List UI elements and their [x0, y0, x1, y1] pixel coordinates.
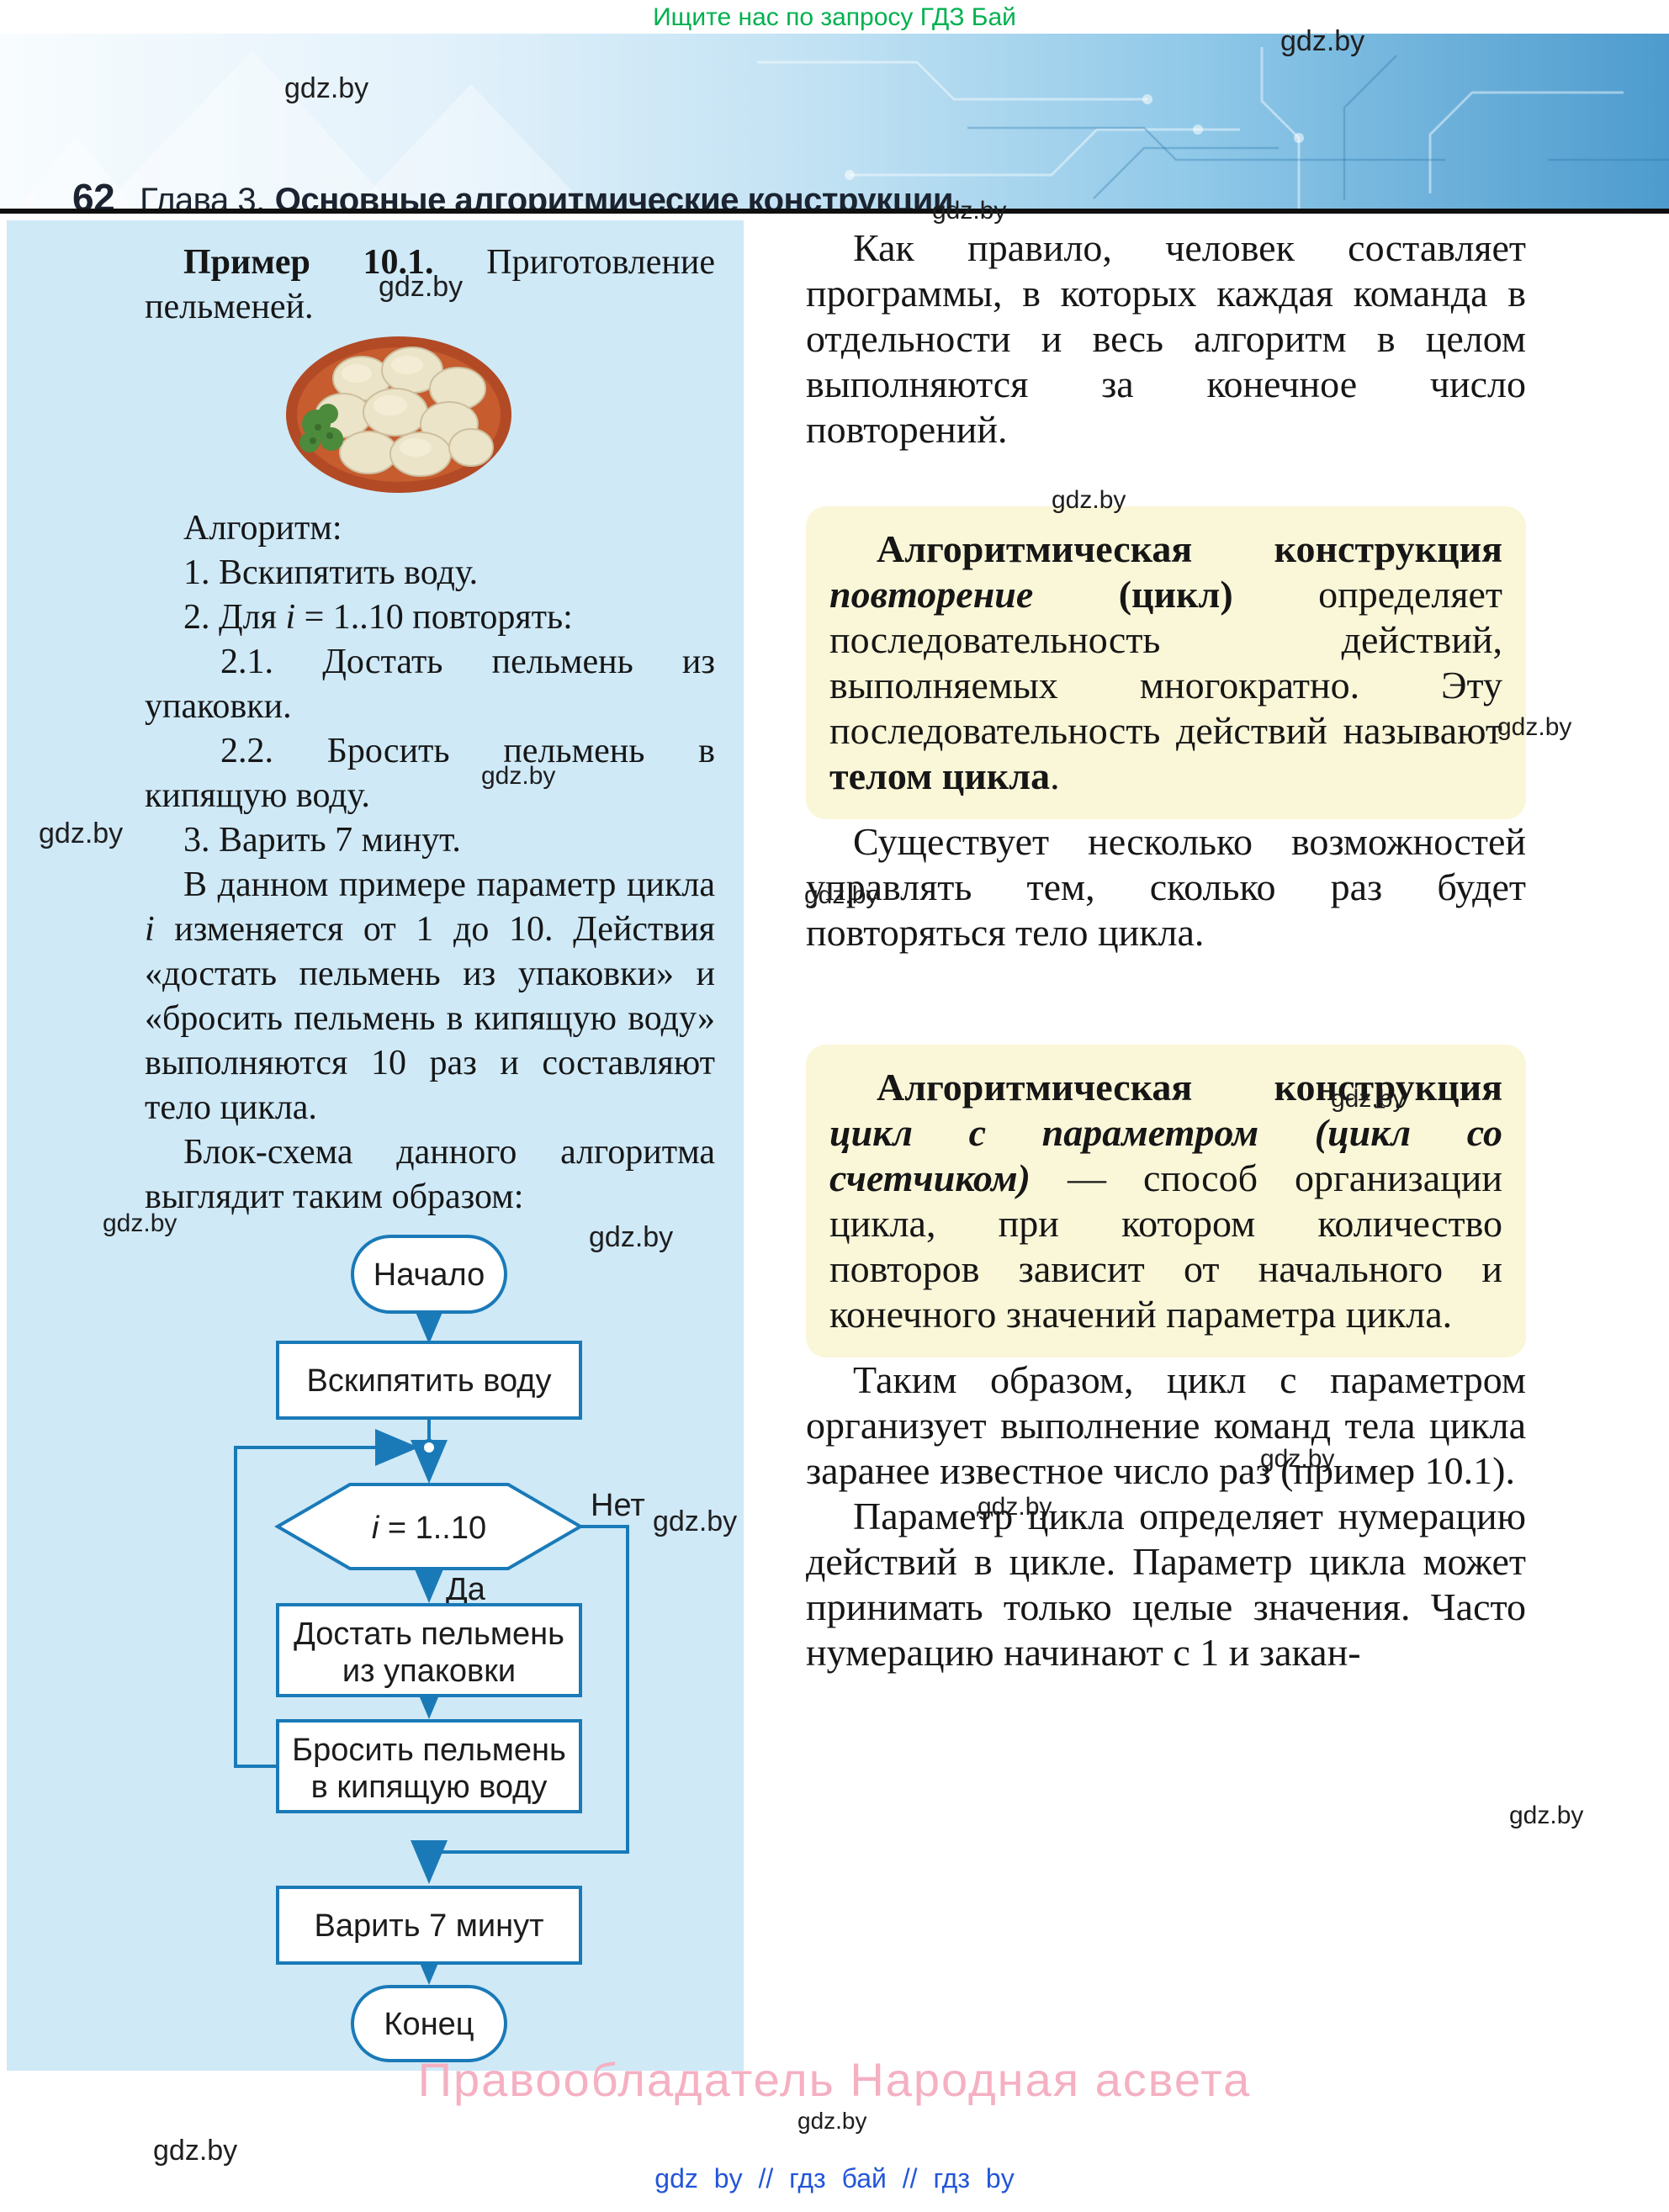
footer-links: gdz by // гдз бай // гдз by [654, 2163, 1015, 2193]
algorithm-step-1: 1. Вскипятить воду. [183, 553, 479, 592]
chapter-header: 62 Глава 3. Основные алгоритмические конст… [72, 175, 953, 209]
header-banner: 62 Глава 3. Основные алгоритмические конст… [0, 34, 1669, 209]
process-boil-label: Вскипятить воду [307, 1363, 552, 1399]
process-cook-label: Варить 7 минут [314, 1908, 543, 1944]
algorithm-heading: Алгоритм: [183, 509, 342, 548]
discussion-post: изменяется от 1 до 10. Действия «достать… [145, 910, 715, 1127]
header-rule [0, 209, 1669, 214]
decision-label: i = 1..10 [372, 1511, 486, 1546]
example-text: Пример 10.1. Приготовление пельменей. [145, 241, 715, 1220]
copyright-footer: Правообладатель Народная асвета [417, 2053, 1252, 2106]
example-intro: Пример 10.1. Приготовление пельменей. [145, 241, 715, 330]
example-label: Пример 10.1. [183, 243, 434, 282]
loop-variable: i [372, 1511, 380, 1546]
term-cycle: (цикл) [1033, 573, 1319, 616]
term-repetition: повторение [829, 573, 1034, 616]
definition-body: — способ организации цикла, при котором … [829, 1156, 1502, 1336]
flowchart-process-cook [276, 1886, 582, 1965]
definition-box-parameter-loop: Алгоритмическая конструкция цикл с парам… [806, 1045, 1526, 1357]
term-parameter-loop: цикл с параметром (цикл со счетчиком) [829, 1111, 1502, 1199]
flowchart-process-boil [276, 1341, 582, 1420]
main-text-column: Как правило, человек составляет программ… [806, 225, 1526, 1675]
algorithm-step-2-1: 2.1. Достать пельмень из упаковки. [145, 643, 715, 726]
flowchart-start-node [351, 1235, 507, 1314]
flowchart: Начало Вскипятить воду i = 1..10 Нет Да … [234, 1235, 645, 2062]
watermark: gdz.by [1509, 1802, 1584, 1829]
end-label: Конец [384, 2007, 474, 2042]
example-discussion: В данном примере параметр цикла i изменя… [145, 863, 715, 1130]
definition-body: определяет последовательность действий, … [829, 573, 1502, 752]
flowchart-yes-label: Да [446, 1572, 486, 1607]
flowchart-lead-in: Блок-схема данного алгоритма выглядит та… [145, 1133, 715, 1216]
algorithm-step-2-2: 2.2. Бросить пельмень в кипящую воду. [145, 732, 715, 815]
paragraph-intro: Как правило, человек составляет программ… [806, 226, 1526, 451]
broccoli-garnish [299, 404, 343, 452]
step2-post: = 1..10 повторять: [295, 598, 573, 637]
circuit-board-art [0, 34, 1669, 209]
no-branch-line [411, 1525, 629, 1884]
loop-variable: i [145, 910, 155, 949]
algorithm-step-3: 3. Варить 7 минут. [183, 821, 461, 860]
process-drop-label-2: в кипящую воду [311, 1770, 548, 1805]
watermark: gdz.by [797, 2108, 867, 2134]
top-search-notice: Ищите нас по запросу ГДЗ Бай [653, 3, 1016, 31]
decision-range: = 1..10 [379, 1511, 486, 1546]
term-loop-body: телом цикла [829, 754, 1051, 797]
example-intro-rest: Приготовление пельменей. [145, 243, 715, 326]
paragraph-summary: Таким образом, цикл с параметром организ… [806, 1358, 1526, 1492]
flowchart-process-take [276, 1603, 582, 1697]
definition-period: . [1050, 754, 1060, 797]
flowchart-process-drop [276, 1719, 582, 1813]
definition-box-repetition: Алгоритмическая конструкция повторение (… [806, 506, 1526, 819]
step2-pre: 2. Для [183, 598, 286, 637]
discussion-pre: В данном примере параметр цикла [183, 865, 715, 904]
example-panel: Пример 10.1. Приготовление пельменей. [7, 220, 744, 2071]
chapter-label: Глава 3. [140, 182, 265, 209]
definition-lead: Алгоритмическая конструкция [877, 527, 1502, 570]
process-take-label-1: Достать пельмень [294, 1617, 564, 1652]
chapter-title: Основные алгоритмические конструкции [274, 182, 954, 209]
process-drop-label-1: Бросить пельмень [292, 1733, 566, 1768]
flowchart-no-label: Нет [591, 1488, 645, 1523]
algorithm-step-2: 2. Для i = 1..10 повторять: [183, 595, 715, 640]
start-label: Начало [374, 1257, 485, 1293]
definition-parameter-text: Алгоритмическая конструкция цикл с парам… [829, 1065, 1502, 1337]
dumplings-photo [286, 336, 511, 493]
paragraph-parameter: Параметр цикла определяет нумерацию дейс… [806, 1495, 1526, 1674]
page-number: 62 [72, 176, 115, 209]
loop-variable: i [285, 598, 296, 637]
flowchart-decision [274, 1483, 584, 1570]
definition-repetition-text: Алгоритмическая конструкция повторение (… [829, 527, 1502, 799]
definition-lead: Алгоритмическая конструкция [877, 1066, 1502, 1109]
paragraph-control: Существует несколько возможностей управл… [806, 820, 1526, 954]
loop-back-line [234, 1429, 419, 1768]
process-take-label-2: из упаковки [342, 1654, 516, 1689]
junction-point [421, 1439, 437, 1456]
flowchart-end-node [351, 1985, 507, 2062]
